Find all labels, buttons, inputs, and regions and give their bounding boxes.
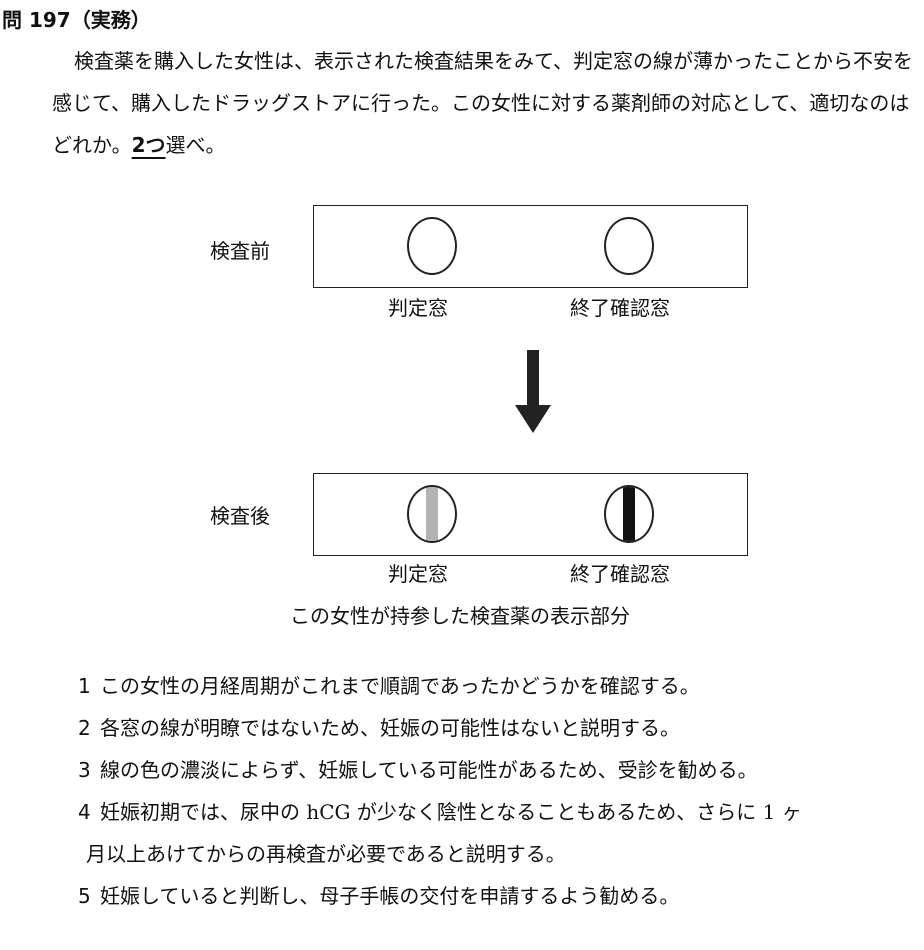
before-label: 検査前 [210,239,270,263]
after-judgement-label: 判定窓 [388,562,448,586]
question-stem: 検査薬を購入した女性は、表示された検査結果をみて、判定窓の線が薄かったことから不… [52,40,917,166]
after-test-panel [313,473,748,556]
before-judgement-window [407,217,457,275]
before-judgement-label: 判定窓 [388,296,448,320]
stem-text: 検査薬を購入した女性は、表示された検査結果をみて、判定窓の線が薄かったことから不… [52,49,913,157]
after-label: 検査後 [210,504,270,528]
after-completion-label: 終了確認窓 [570,562,670,586]
figure-caption: この女性が持参した検査薬の表示部分 [290,604,630,628]
option-4-continuation: 月以上あけてからの再検査が必要であると説明する。 [86,842,566,866]
after-completion-window [604,485,654,543]
stem-emphasis: 2つ [131,133,166,157]
question-header: 問 197（実務） [2,8,151,32]
before-test-panel [313,205,748,288]
after-judgement-window [407,485,457,543]
completion-line [623,487,635,541]
stem-text-end: 選べ。 [165,133,226,157]
before-completion-label: 終了確認窓 [570,296,670,320]
before-completion-window [604,217,654,275]
down-arrow-icon [515,350,551,433]
faint-result-line [426,487,438,541]
